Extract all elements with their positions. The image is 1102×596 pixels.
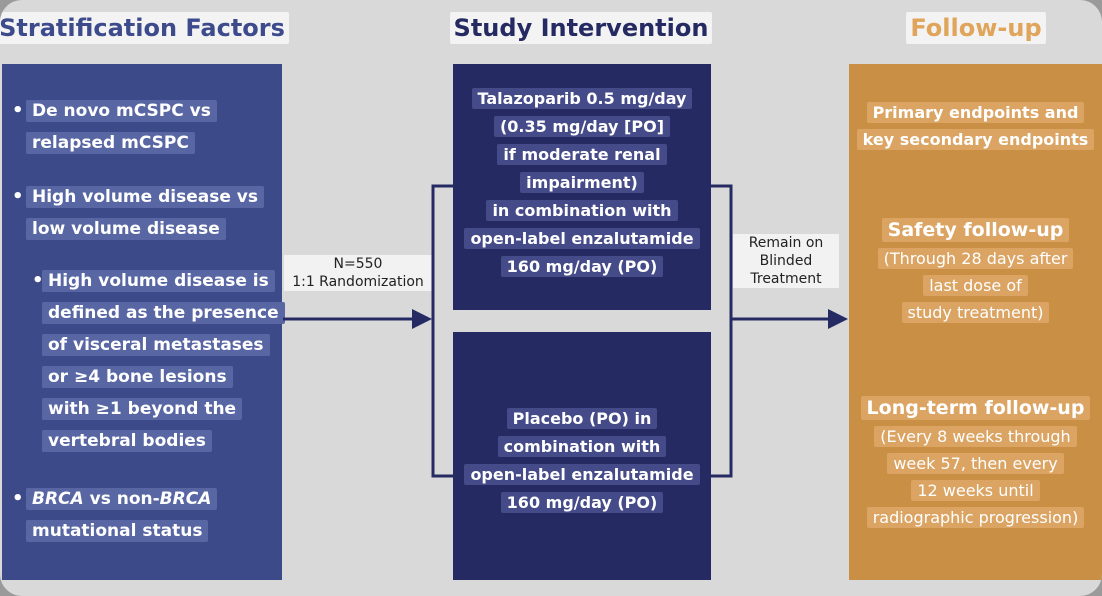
arm-placebo: Placebo (PO) in combination with open-la… [453,332,711,580]
arm-1-line-6: open-label enzalutamide [464,228,700,249]
arm-1-line-4: impairment) [520,172,644,193]
arm-2-line-4: 160 mg/day (PO) [500,492,664,513]
bullet-1-line-2: relapsed mCSPC [26,132,195,154]
safety-line-3: study treatment) [901,302,1050,323]
arm-1-line-1: Talazoparib 0.5 mg/day [471,88,693,109]
header-stratification: Stratification Factors [0,10,289,46]
subbullet-line-5: with ≥1 beyond the [42,398,243,420]
bullet-3: BRCA vs non-BRCA mutational status [26,486,218,544]
bullet-2-line-2: low volume disease [26,218,226,240]
safety-title: Safety follow-up [881,218,1070,242]
sample-size: N=550 [284,255,432,273]
subbullet-line-2: defined as the presence [42,302,285,324]
left-bracket [431,184,453,478]
bullet-1: De novo mCSPC vs relapsed mCSPC [26,98,217,156]
arrow-followup-head [828,309,848,329]
arm-1-line-5: in combination with [486,200,678,221]
randomization-label: N=550 1:1 Randomization [284,255,432,291]
arm-2-line-2: combination with [497,436,667,457]
bullet-3-dot: • [12,488,24,509]
bullet-2-dot: • [12,186,24,207]
arm-1-line-7: 160 mg/day (PO) [500,256,664,277]
header-study-intervention: Study Intervention [449,10,713,46]
longterm-line-4: radiographic progression) [866,507,1085,528]
safety-line-1: (Through 28 days after [877,248,1074,269]
remain-line-1: Remain on [733,234,839,252]
bullet-1-dot: • [12,100,24,121]
arm-1-line-2: (0.35 mg/day [PO] [493,116,671,137]
subbullet: High volume disease is defined as the pr… [42,268,285,454]
primary-line-2: key secondary endpoints [856,129,1095,150]
followup-panel: Primary endpoints and key secondary endp… [849,64,1102,580]
subbullet-line-3: of visceral metastases [42,334,270,356]
subbullet-line-1: High volume disease is [42,270,275,292]
safety-line-2: last dose of [923,275,1028,296]
arm-2-line-1: Placebo (PO) in [506,408,658,429]
bullet-3-line-1: BRCA vs non-BRCA [26,488,218,510]
header-follow-up: Follow-up [850,10,1102,46]
longterm-line-3: 12 weeks until [911,480,1040,501]
longterm-line-2: week 57, then every [887,453,1064,474]
remain-line-3: Treatment [733,270,839,288]
subbullet-line-6: vertebral bodies [42,430,212,452]
longterm-line-1: (Every 8 weeks through [874,426,1077,447]
primary-line-1: Primary endpoints and [866,102,1085,123]
remain-line-2: Blinded [733,252,839,270]
bullet-1-line-1: De novo mCSPC vs [26,100,217,122]
longterm-followup: Long-term follow-up (Every 8 weeks throu… [849,394,1102,530]
arm-1-line-3: if moderate renal [497,144,667,165]
safety-followup: Safety follow-up (Through 28 days after … [849,216,1102,325]
remain-label: Remain on Blinded Treatment [733,234,839,288]
stratification-panel: • De novo mCSPC vs relapsed mCSPC • High… [2,64,285,580]
randomization-ratio: 1:1 Randomization [284,273,432,291]
right-bracket [711,184,733,478]
bullet-2: High volume disease vs low volume diseas… [26,184,264,242]
primary-endpoints: Primary endpoints and key secondary endp… [849,100,1102,152]
arrow-randomization-head [412,309,432,329]
arm-talazoparib: Talazoparib 0.5 mg/day (0.35 mg/day [PO]… [453,64,711,310]
bullet-2-line-1: High volume disease vs [26,186,264,208]
longterm-title: Long-term follow-up [860,396,1091,420]
arm-2-line-3: open-label enzalutamide [464,464,700,485]
subbullet-dot: • [32,270,44,291]
arm-1-text: Talazoparib 0.5 mg/day (0.35 mg/day [PO]… [453,86,711,279]
arm-2-text: Placebo (PO) in combination with open-la… [453,406,711,515]
subbullet-line-4: or ≥4 bone lesions [42,366,233,388]
bullet-3-line-2: mutational status [26,520,209,542]
